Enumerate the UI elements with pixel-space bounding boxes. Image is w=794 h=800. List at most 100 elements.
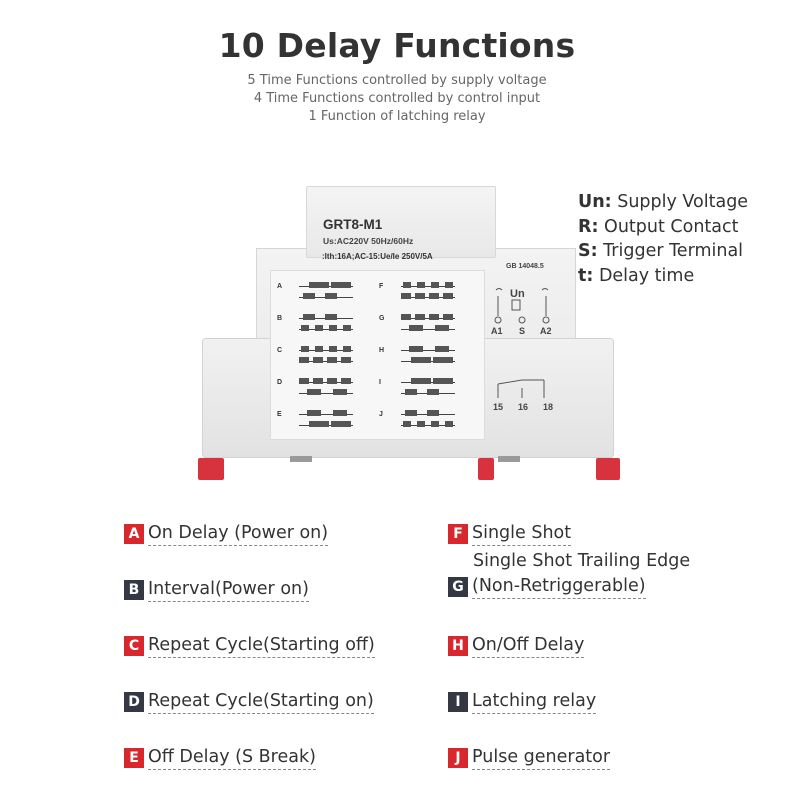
panel-waveform-pulse xyxy=(341,357,351,363)
panel-waveform-pulse xyxy=(429,314,439,320)
panel-waveform xyxy=(401,290,455,298)
panel-waveform-pulse xyxy=(307,389,321,395)
panel-waveform-pulse xyxy=(443,314,453,320)
panel-waveform-pulse xyxy=(331,421,351,427)
panel-waveform-pulse xyxy=(417,282,425,288)
function-letter-badge: F xyxy=(448,524,468,544)
function-label: Repeat Cycle(Starting off) xyxy=(148,635,375,658)
panel-waveform xyxy=(401,322,455,330)
panel-function-letter: H xyxy=(379,347,385,354)
panel-waveform-pulse xyxy=(435,346,449,352)
subtitle-block: 5 Time Functions controlled by supply vo… xyxy=(0,72,794,126)
panel-waveform xyxy=(401,279,455,287)
panel-waveform-pulse xyxy=(303,314,315,320)
panel-waveform-pulse xyxy=(417,421,425,427)
function-label: Interval(Power on) xyxy=(148,579,309,602)
function-letter-badge: A xyxy=(124,524,144,544)
panel-waveform-pulse xyxy=(341,378,351,384)
page-title: 10 Delay Functions xyxy=(218,26,576,65)
panel-waveform-pulse xyxy=(313,378,323,384)
panel-waveform-pulse xyxy=(411,378,431,384)
legend-item: S: Trigger Terminal xyxy=(578,241,744,261)
panel-waveform-pulse xyxy=(325,314,337,320)
panel-waveform-pulse xyxy=(327,378,337,384)
function-item-d: D Repeat Cycle(Starting on) xyxy=(124,690,374,714)
panel-function-letter: A xyxy=(277,283,283,290)
terminal-s: S xyxy=(519,326,526,336)
panel-waveform-pulse xyxy=(343,346,351,352)
panel-waveform-pulse xyxy=(409,325,423,331)
terminal-18: 18 xyxy=(543,402,554,412)
function-letter-badge: B xyxy=(124,580,144,600)
panel-function-letter: C xyxy=(277,347,283,354)
function-item-e: E Off Delay (S Break) xyxy=(124,746,316,770)
terminal-un-label: Un xyxy=(510,288,525,300)
panel-waveform-pulse xyxy=(403,282,411,288)
panel-waveform-pulse xyxy=(331,282,351,288)
device-spec-contact: :Ith:16A;AC-15:Ue/Ie 250V/5A xyxy=(322,252,433,261)
timer-relay-device: GRT8-M1 Us:AC220V 50Hz/60Hz :Ith:16A;AC-… xyxy=(196,180,626,490)
panel-waveform-pulse xyxy=(401,314,411,320)
function-item-h: H On/Off Delay xyxy=(448,634,585,658)
panel-waveform-pulse xyxy=(431,421,439,427)
panel-function-letter: J xyxy=(379,411,383,418)
symbol-legend: Un: Supply Voltage R: Output Contact S: … xyxy=(578,190,748,288)
panel-waveform xyxy=(299,375,353,383)
panel-waveform-pulse xyxy=(405,389,417,395)
function-item-b: B Interval(Power on) xyxy=(124,578,309,602)
panel-waveform-pulse xyxy=(299,378,309,384)
terminal-a2: A2 xyxy=(540,326,552,336)
function-label: On Delay (Power on) xyxy=(148,523,329,546)
function-letter-badge: I xyxy=(448,692,468,712)
panel-waveform xyxy=(299,386,353,394)
panel-waveform-pulse xyxy=(433,378,453,384)
panel-waveform xyxy=(299,343,353,351)
panel-waveform-pulse xyxy=(329,346,337,352)
subtitle-line: 1 Function of latching relay xyxy=(308,109,486,124)
panel-waveform-pulse xyxy=(443,293,453,299)
function-item-c: C Repeat Cycle(Starting off) xyxy=(124,634,375,658)
function-letter-badge: J xyxy=(448,748,468,768)
function-label: (Non-Retriggerable) xyxy=(472,576,646,599)
function-item-f: F Single Shot xyxy=(448,522,572,546)
panel-waveform-pulse xyxy=(445,282,453,288)
terminal-a1: A1 xyxy=(491,326,503,336)
relay-contact-icon xyxy=(497,379,545,398)
panel-waveform-pulse xyxy=(409,346,423,352)
panel-waveform-pulse xyxy=(329,325,337,331)
panel-waveform-pulse xyxy=(307,410,321,416)
legend-item: t: Delay time xyxy=(578,265,695,286)
panel-waveform xyxy=(299,322,353,330)
panel-function-letter: G xyxy=(379,315,385,322)
panel-waveform-pulse xyxy=(313,357,323,363)
panel-waveform-pulse xyxy=(427,410,439,416)
panel-waveform-pulse xyxy=(309,421,329,427)
function-item-a: A On Delay (Power on) xyxy=(124,522,329,546)
panel-waveform-pulse xyxy=(435,325,449,331)
panel-waveform-pulse xyxy=(333,389,347,395)
panel-waveform-pulse xyxy=(427,389,439,395)
subtitle-line: 4 Time Functions controlled by control i… xyxy=(253,91,541,106)
panel-waveform xyxy=(401,311,455,319)
function-letter-badge: G xyxy=(448,577,468,597)
panel-waveform-pulse xyxy=(433,357,453,363)
panel-waveform-pulse xyxy=(415,314,425,320)
panel-waveform-pulse xyxy=(301,346,309,352)
panel-waveform xyxy=(299,407,353,415)
panel-waveform-pulse xyxy=(429,293,439,299)
panel-waveform-pulse xyxy=(327,357,337,363)
panel-waveform xyxy=(401,343,455,351)
function-label: Single Shot xyxy=(472,523,572,546)
panel-waveform-pulse xyxy=(411,357,431,363)
panel-waveform-pulse xyxy=(315,325,323,331)
function-label: On/Off Delay xyxy=(472,635,585,658)
function-letter-badge: H xyxy=(448,636,468,656)
function-item-j: J Pulse generator xyxy=(448,746,611,770)
supply-wiring-icon xyxy=(494,288,550,324)
panel-waveform-pulse xyxy=(445,421,453,427)
legend-item: R: Output Contact xyxy=(578,216,739,237)
panel-waveform-pulse xyxy=(315,346,323,352)
panel-waveform-pulse xyxy=(431,282,439,288)
function-label: Repeat Cycle(Starting on) xyxy=(148,691,374,714)
panel-function-letter: I xyxy=(379,379,381,386)
